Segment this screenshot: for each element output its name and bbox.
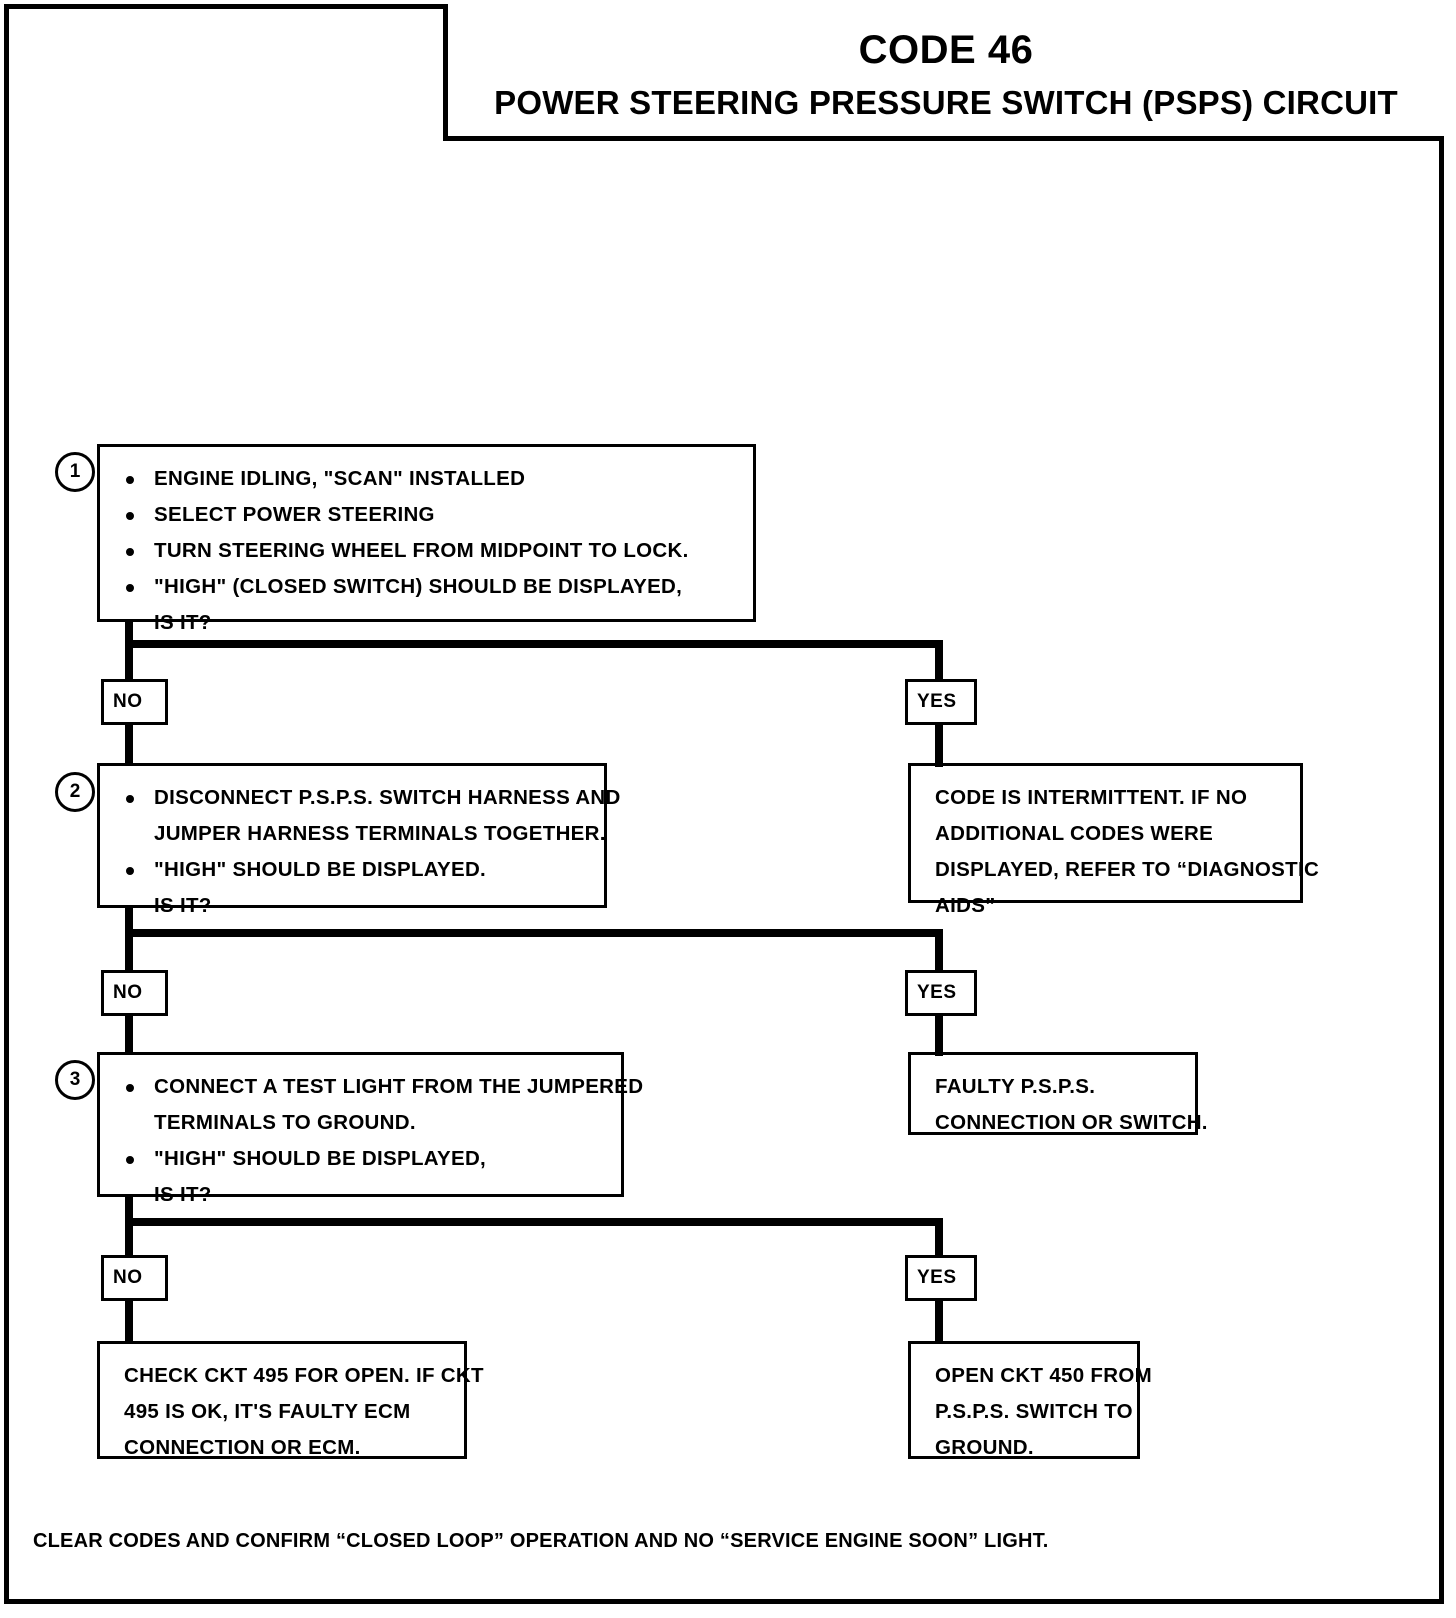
connector-branch2-no-drop xyxy=(125,929,133,989)
connector-branch2-bar xyxy=(125,929,943,937)
step-1-line-3: TURN STEERING WHEEL FROM MIDPOINT TO LOC… xyxy=(110,533,743,569)
connector-branch1-yes-drop xyxy=(935,640,943,698)
result-ckt495-line-3: CONNECTION OR ECM. xyxy=(124,1436,361,1459)
step-3-line-3: "HIGH" SHOULD BE DISPLAYED, xyxy=(110,1141,611,1177)
result-check-ckt495-box: CHECK CKT 495 FOR OPEN. IF CKT 495 IS OK… xyxy=(97,1341,484,1459)
result-intermittent-line-1: CODE IS INTERMITTENT. IF NO xyxy=(935,786,1248,809)
connector-yes2-to-result xyxy=(935,1014,943,1056)
connector-no1-to-step2 xyxy=(125,723,133,763)
step-2-line-4: IS IT? xyxy=(154,894,212,917)
step-1-line-4: "HIGH" (CLOSED SWITCH) SHOULD BE DISPLAY… xyxy=(110,569,743,605)
step-3-line-2: TERMINALS TO GROUND. xyxy=(154,1111,416,1134)
connector-branch1-no-drop xyxy=(125,640,133,698)
result-ckt495-line-1: CHECK CKT 495 FOR OPEN. IF CKT xyxy=(124,1364,484,1387)
step-2-line-2: JUMPER HARNESS TERMINALS TOGETHER. xyxy=(154,822,606,845)
result-open-ckt450-box: OPEN CKT 450 FROM P.S.P.S. SWITCH TO GRO… xyxy=(908,1341,1152,1459)
connector-branch3-no-drop xyxy=(125,1218,133,1276)
result-code-intermittent-box: CODE IS INTERMITTENT. IF NO ADDITIONAL C… xyxy=(908,763,1320,917)
step-2-line-3: "HIGH" SHOULD BE DISPLAYED. xyxy=(110,852,594,888)
result-ckt450-line-1: OPEN CKT 450 FROM xyxy=(935,1364,1152,1387)
page-title-code: CODE 46 xyxy=(858,28,1034,72)
branch-label-yes-3: YES xyxy=(905,1255,977,1301)
result-ckt495-line-2: 495 IS OK, IT'S FAULTY ECM xyxy=(124,1400,411,1423)
step-2-box: DISCONNECT P.S.P.S. SWITCH HARNESS AND J… xyxy=(97,763,620,917)
branch-label-no-3: NO xyxy=(101,1255,168,1301)
step-3-line-4: IS IT? xyxy=(154,1183,212,1206)
step-1-box: ENGINE IDLING, "SCAN" INSTALLED SELECT P… xyxy=(97,444,756,634)
step-number-2: 2 xyxy=(55,772,95,812)
result-intermittent-line-2: ADDITIONAL CODES WERE xyxy=(935,822,1214,845)
connector-no3-to-result xyxy=(125,1299,133,1344)
connector-no2-to-step3 xyxy=(125,1014,133,1054)
step-1-line-2: SELECT POWER STEERING xyxy=(110,497,743,533)
result-faulty-psps-line-1: FAULTY P.S.P.S. xyxy=(935,1075,1096,1098)
step-1-line-5: IS IT? xyxy=(154,611,212,634)
branch-label-yes-2: YES xyxy=(905,970,977,1016)
step-3-line-1: CONNECT A TEST LIGHT FROM THE JUMPERED xyxy=(110,1069,643,1105)
step-1-line-1: ENGINE IDLING, "SCAN" INSTALLED xyxy=(110,461,743,497)
connector-branch3-bar xyxy=(125,1218,943,1226)
connector-step3-stub xyxy=(125,1195,133,1221)
result-faulty-psps-box: FAULTY P.S.P.S. CONNECTION OR SWITCH. xyxy=(908,1052,1207,1135)
connector-yes3-to-result xyxy=(935,1299,943,1344)
connector-step2-stub xyxy=(125,906,133,932)
connector-branch1-bar xyxy=(125,640,943,648)
result-ckt450-line-2: P.S.P.S. SWITCH TO xyxy=(935,1400,1133,1423)
result-intermittent-line-3: DISPLAYED, REFER TO “DIAGNOSTIC xyxy=(935,858,1320,881)
result-ckt450-line-3: GROUND. xyxy=(935,1436,1034,1459)
connector-yes1-to-result xyxy=(935,723,943,767)
connector-step1-stub xyxy=(125,620,133,648)
connector-branch2-yes-drop xyxy=(935,929,943,989)
branch-label-no-2: NO xyxy=(101,970,168,1016)
step-number-3: 3 xyxy=(55,1060,95,1100)
branch-label-yes-1: YES xyxy=(905,679,977,725)
title-block: CODE 46 POWER STEERING PRESSURE SWITCH (… xyxy=(443,4,1444,141)
step-number-1: 1 xyxy=(55,452,95,492)
result-intermittent-line-4: AIDS” xyxy=(935,894,996,917)
page-title-subtitle: POWER STEERING PRESSURE SWITCH (PSPS) CI… xyxy=(494,84,1398,121)
branch-label-no-1: NO xyxy=(101,679,168,725)
result-faulty-psps-line-2: CONNECTION OR SWITCH. xyxy=(935,1111,1208,1134)
step-3-box: CONNECT A TEST LIGHT FROM THE JUMPERED T… xyxy=(97,1052,643,1206)
footer-note: CLEAR CODES AND CONFIRM “CLOSED LOOP” OP… xyxy=(33,1530,1049,1552)
step-2-line-1: DISCONNECT P.S.P.S. SWITCH HARNESS AND xyxy=(110,780,620,816)
connector-branch3-yes-drop xyxy=(935,1218,943,1276)
